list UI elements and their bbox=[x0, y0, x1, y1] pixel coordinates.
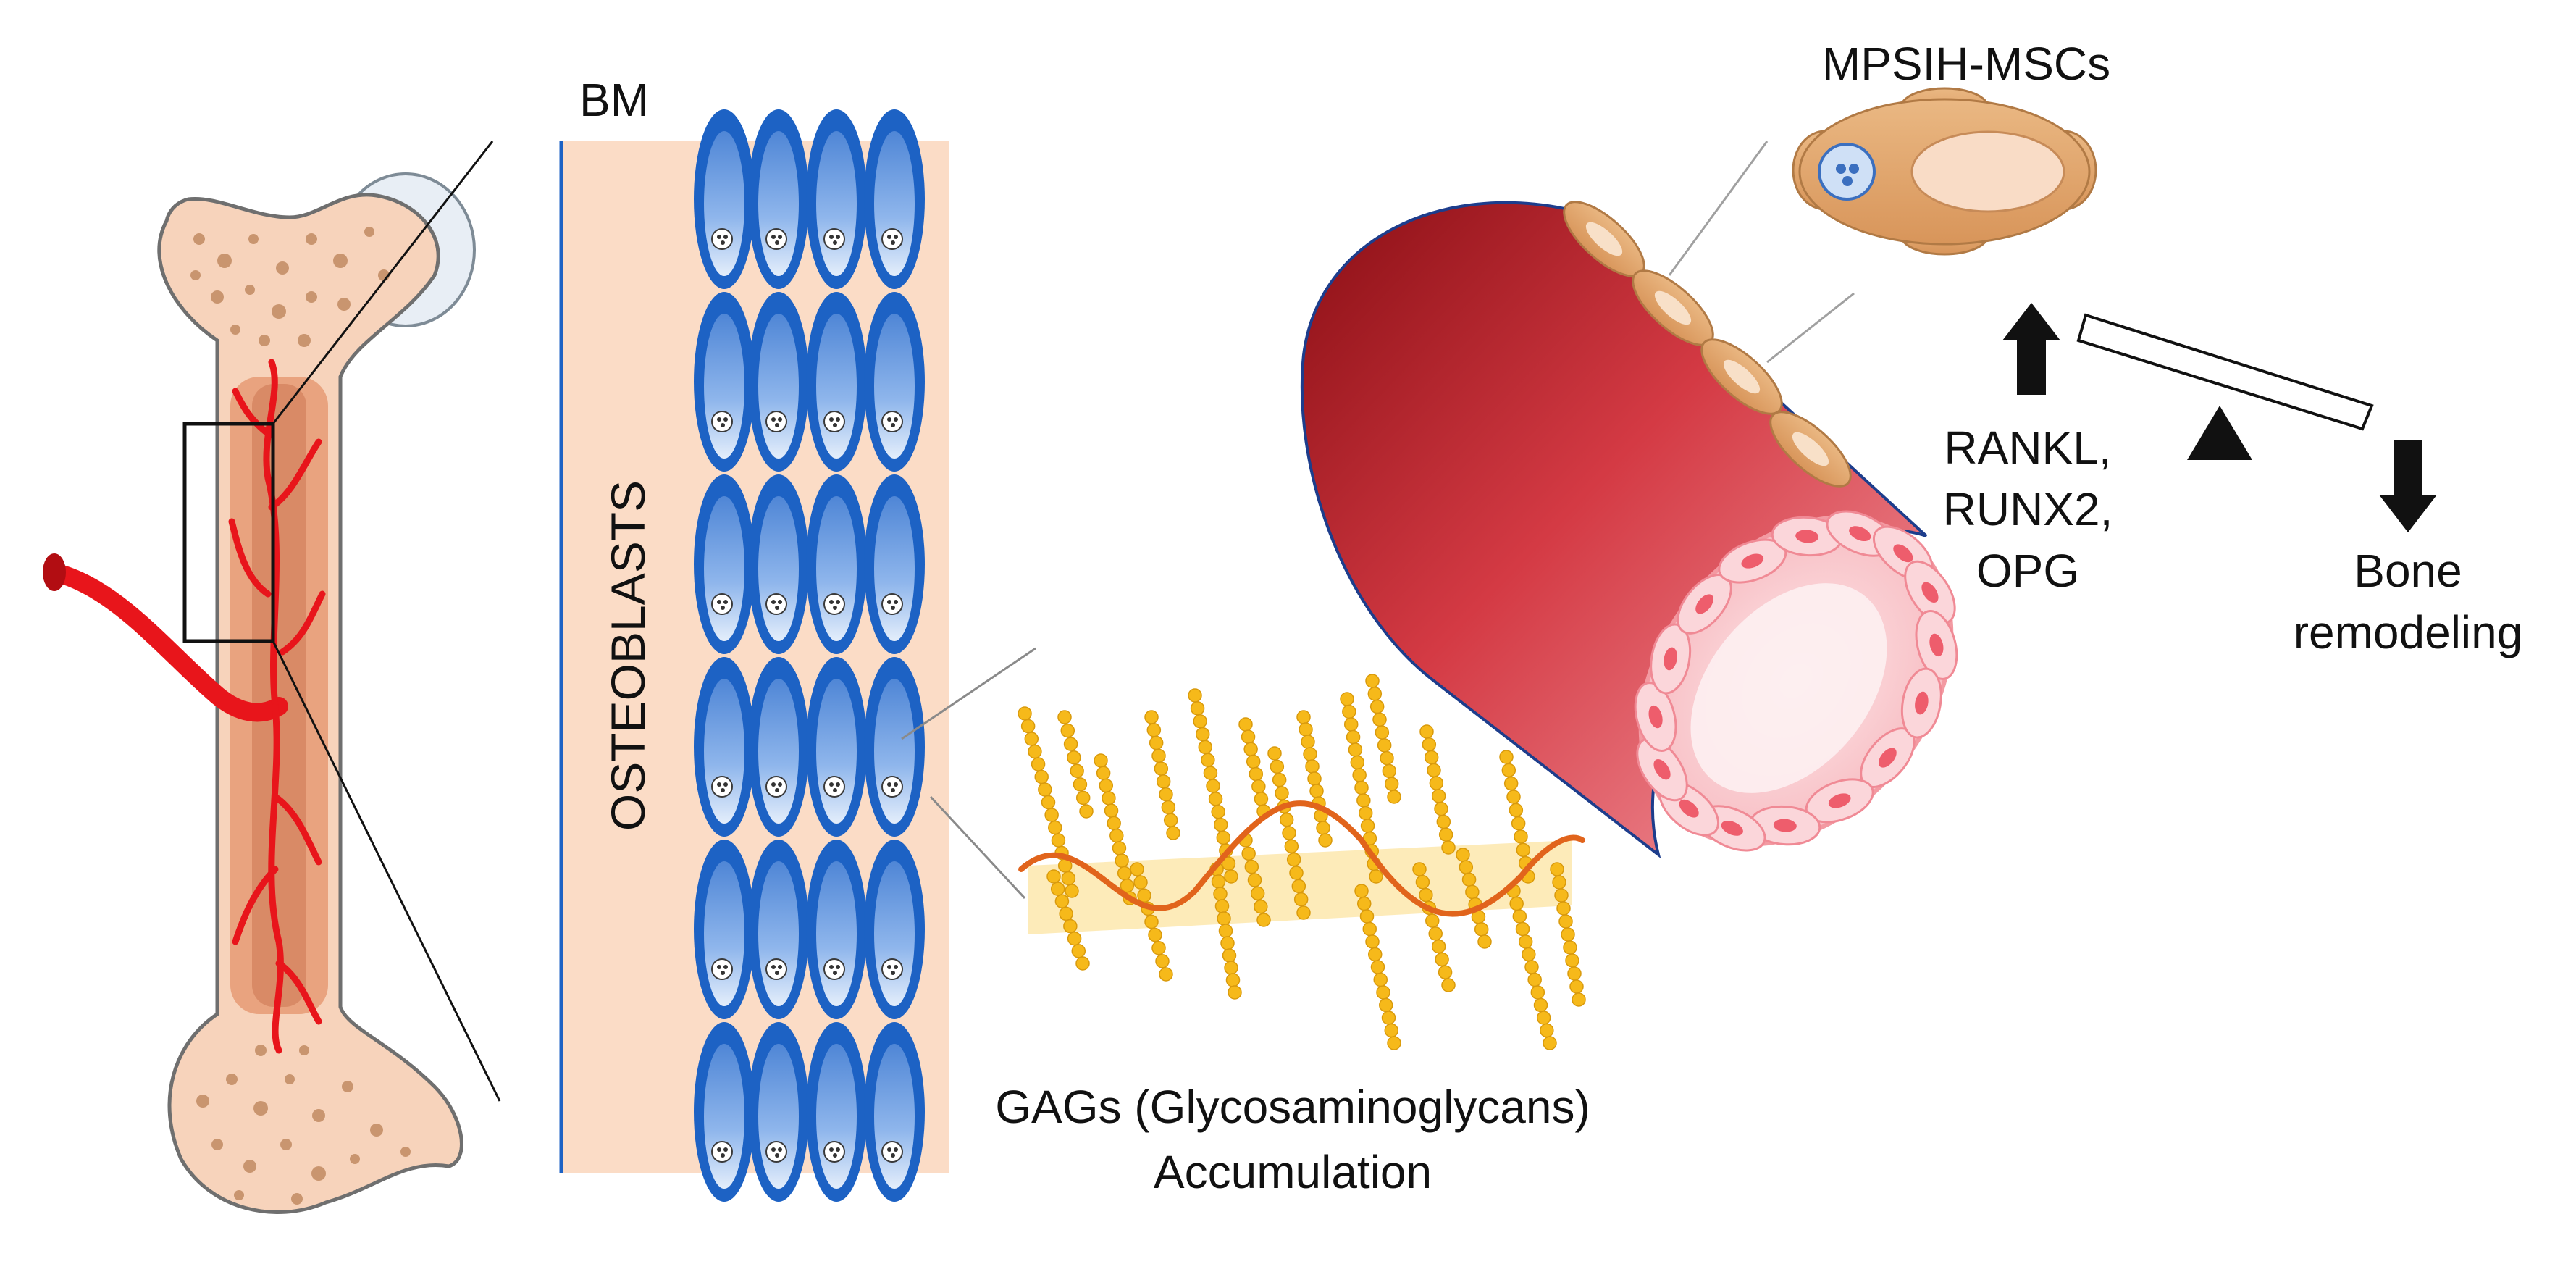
osteoblast-cell bbox=[748, 474, 809, 654]
gag-illustration bbox=[1018, 674, 1586, 1050]
endothelial-cells bbox=[1634, 510, 1958, 852]
gag-strand bbox=[1354, 884, 1401, 1050]
endothelial-cell bbox=[1904, 560, 1956, 624]
zoom-box bbox=[182, 422, 275, 643]
osteoblasts-label: OSTEOBLASTS bbox=[601, 480, 655, 831]
osteoblast-cell bbox=[806, 474, 867, 654]
zoom-line-msc-2 bbox=[1766, 292, 1855, 364]
osteoblast-cell bbox=[864, 840, 925, 1019]
endothelial-cell bbox=[1650, 623, 1692, 695]
femur-bone bbox=[43, 172, 476, 1214]
endothelial-cell bbox=[1915, 609, 1958, 680]
endothelial-cell bbox=[1636, 737, 1688, 802]
endothelial-cell bbox=[1805, 778, 1874, 824]
msc-nucleus bbox=[1818, 143, 1876, 201]
rankl-label: RANKL, bbox=[1944, 422, 2111, 474]
osteoblast-cell bbox=[694, 1022, 755, 1202]
osteoblast-cell bbox=[748, 840, 809, 1019]
perivascular-cells bbox=[1563, 201, 1852, 488]
osteoblast-cell bbox=[748, 292, 809, 472]
osteoblast-cell bbox=[864, 657, 925, 837]
gag-strand bbox=[1456, 848, 1492, 949]
osteoblast-cell bbox=[806, 840, 867, 1019]
endothelial-cell bbox=[1634, 682, 1677, 753]
zoom-line-gag-bottom bbox=[929, 795, 1026, 900]
zoom-line-top bbox=[272, 141, 494, 424]
endothelial-cell bbox=[1749, 805, 1821, 846]
gag-core-protein bbox=[1018, 800, 1585, 917]
accumulation-label: Accumulation bbox=[1154, 1146, 1432, 1198]
osteoblast-panel bbox=[559, 109, 949, 1202]
osteoblast-cell bbox=[748, 657, 809, 837]
msc-label: MPSIH-MSCs bbox=[1822, 38, 2110, 90]
gag-chains bbox=[1018, 674, 1586, 1050]
gag-strand bbox=[1057, 710, 1094, 819]
osteoblast-cell bbox=[864, 1022, 925, 1202]
down-arrow-icon bbox=[2379, 440, 2437, 532]
endothelial-cell bbox=[1718, 538, 1787, 584]
nutrient-artery bbox=[45, 563, 288, 722]
blood-vessel bbox=[1300, 201, 1958, 859]
endothelial-cell bbox=[1771, 516, 1843, 557]
osteoblast-cell bbox=[806, 292, 867, 472]
osteoblast-cell bbox=[694, 657, 755, 837]
gag-strand bbox=[1046, 869, 1090, 971]
bm-label: BM bbox=[579, 74, 649, 126]
gags-label: GAGs (Glycosaminoglycans) bbox=[995, 1081, 1590, 1133]
balance-scale-icon bbox=[2076, 313, 2374, 460]
osteoblast-cell bbox=[864, 474, 925, 654]
gag-strand bbox=[1365, 674, 1401, 804]
msc-vacuole bbox=[1910, 130, 2065, 213]
gag-strand bbox=[1144, 710, 1180, 840]
gag-strand bbox=[1550, 862, 1586, 1007]
osteoblast-cell bbox=[748, 1022, 809, 1202]
spongy-bone-bottom bbox=[196, 1045, 411, 1205]
osteoblast-grid bbox=[694, 109, 925, 1202]
osteoblast-cell bbox=[748, 109, 809, 289]
gag-strand bbox=[1238, 833, 1271, 927]
gag-strand bbox=[1419, 724, 1456, 855]
gag-strand bbox=[1018, 706, 1079, 898]
osteoblast-cell bbox=[694, 474, 755, 654]
zoom-line-msc-1 bbox=[1668, 141, 1769, 276]
osteoblast-cell bbox=[694, 840, 755, 1019]
spongy-bone-top bbox=[190, 227, 390, 347]
vessel-branches bbox=[228, 359, 326, 1054]
gag-strand bbox=[1238, 717, 1271, 819]
msc-cell bbox=[1792, 87, 2097, 256]
osteoblast-cell bbox=[864, 109, 925, 289]
runx2-label: RUNX2, bbox=[1943, 483, 2113, 535]
zoom-line-gag-top bbox=[901, 647, 1036, 740]
zoom-line-bottom bbox=[272, 640, 501, 1102]
osteoblast-cell bbox=[806, 109, 867, 289]
gag-strand bbox=[1340, 692, 1383, 884]
gag-strand bbox=[1296, 710, 1333, 848]
gag-strand bbox=[1506, 884, 1557, 1050]
opg-label: OPG bbox=[1976, 545, 2079, 597]
bone-label: Bone bbox=[2354, 545, 2462, 597]
osteoblast-cell bbox=[864, 292, 925, 472]
gag-strand bbox=[1130, 862, 1173, 982]
gag-strand bbox=[1094, 753, 1137, 905]
osteoblast-cell bbox=[694, 292, 755, 472]
gag-strand bbox=[1188, 688, 1238, 884]
endothelial-cell bbox=[1900, 667, 1942, 739]
up-arrow-icon bbox=[2002, 303, 2060, 395]
osteoblast-cell bbox=[806, 657, 867, 837]
osteoblast-cell bbox=[694, 109, 755, 289]
remodeling-label: remodeling bbox=[2294, 606, 2523, 658]
osteoblast-cell bbox=[806, 1022, 867, 1202]
